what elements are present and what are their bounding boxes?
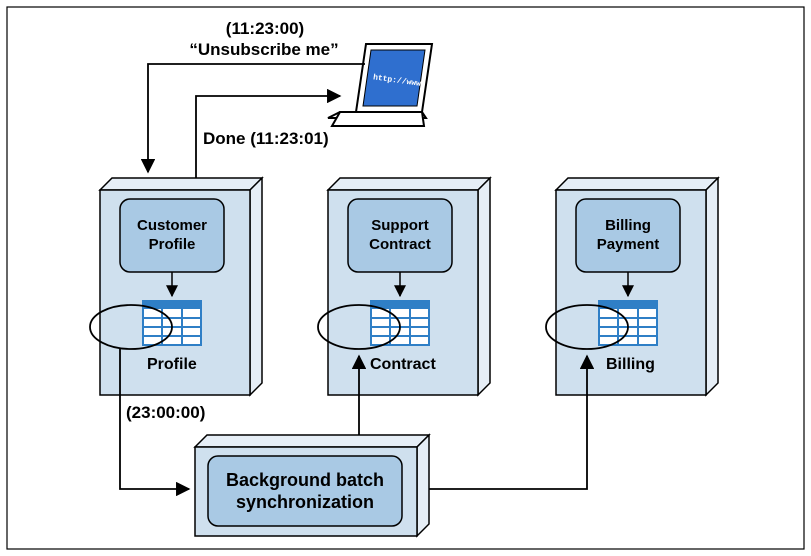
service-title-line1: Support <box>371 217 429 234</box>
customer-profile-title: Customer Profile <box>120 216 224 254</box>
batch-to-billing-arrow <box>429 354 595 490</box>
request-time-label: (11:23:00) <box>225 19 305 38</box>
done-label: Done (11:23:01) <box>203 129 329 148</box>
batch-sync-box <box>193 433 431 538</box>
batch-sync-title: Background batch synchronization <box>208 469 402 513</box>
laptop-icon: http://www <box>327 43 434 127</box>
request-arrow <box>140 63 365 174</box>
service-title-line2: Profile <box>148 236 196 253</box>
service-title-line2: Payment <box>596 236 660 253</box>
service-title-line1: Customer <box>136 217 207 234</box>
batch-title-line2: synchronization <box>235 492 374 512</box>
profile-db-label: Profile <box>147 356 197 373</box>
billing-ellipse <box>545 304 629 350</box>
service-box-customer-profile <box>89 176 264 397</box>
service-title-line2: Contract <box>369 236 431 253</box>
billing-db-label: Billing <box>606 356 655 373</box>
profile-ellipse <box>89 304 173 350</box>
contract-db-label: Contract <box>370 356 436 373</box>
request-text-label: “Unsubscribe me” <box>189 40 339 59</box>
billing-payment-title: Billing Payment <box>576 216 680 254</box>
sync-time-label: (23:00:00) <box>126 403 206 422</box>
support-contract-title: Support Contract <box>348 216 452 254</box>
profile-to-batch-arrow <box>119 349 191 497</box>
service-title-line1: Billing <box>605 217 651 234</box>
contract-ellipse <box>317 304 401 350</box>
service-box-support-contract <box>317 176 492 397</box>
done-arrow <box>195 88 342 178</box>
batch-title-line1: Background batch <box>225 470 385 490</box>
